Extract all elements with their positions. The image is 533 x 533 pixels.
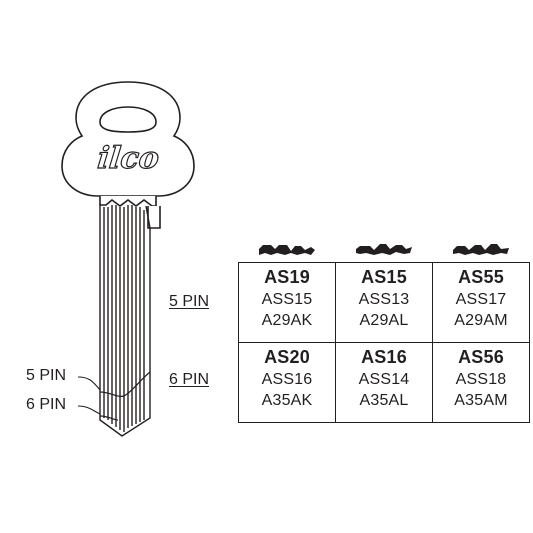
row-label-6pin: 6 PIN	[169, 371, 210, 388]
table-cell: AS15 ASS13 A29AL	[335, 262, 433, 343]
key-bow	[61, 81, 195, 229]
primary-code: AS20	[264, 347, 310, 367]
secondary-code: ASS18	[455, 371, 507, 388]
keyway-profile-icon	[258, 245, 315, 255]
secondary-code: ASS17	[455, 291, 507, 308]
tertiary-code: A35AM	[454, 392, 508, 409]
tertiary-code: A29AL	[359, 312, 409, 329]
five-pin-leader	[77, 376, 101, 391]
primary-code: AS16	[361, 347, 407, 367]
keyway-profile-1	[238, 238, 335, 262]
five-pin-marker	[99, 371, 151, 398]
primary-code: AS19	[264, 267, 310, 287]
key-crossref-table: AS19 ASS15 A29AK AS15 ASS13 A29AL AS55 A…	[238, 262, 530, 423]
table-cell: AS19 ASS15 A29AK	[238, 262, 336, 343]
keyway-profile-icon	[355, 244, 412, 255]
tertiary-code: A29AM	[454, 312, 508, 329]
tertiary-code: A29AK	[261, 312, 313, 329]
table-row-6pin: AS20 ASS16 A35AK AS16 ASS14 A35AL AS56 A…	[238, 342, 530, 423]
keyway-profile-2	[335, 238, 432, 262]
keyway-profile-3	[433, 238, 530, 262]
keyway-profile-icon	[453, 244, 510, 255]
key-shoulder	[99, 196, 157, 207]
tertiary-code: A35AK	[261, 392, 313, 409]
secondary-code: ASS14	[358, 371, 410, 388]
table-cell: AS20 ASS16 A35AK	[238, 342, 336, 423]
key-hole	[99, 106, 157, 133]
brand-logo: ilco	[96, 141, 161, 176]
row-label-5pin: 5 PIN	[169, 293, 210, 310]
tertiary-code: A35AL	[359, 392, 409, 409]
table-cell: AS16 ASS14 A35AL	[335, 342, 433, 423]
blade-label-5pin: 5 PIN	[26, 367, 67, 384]
six-pin-marker	[99, 415, 119, 421]
primary-code: AS55	[458, 267, 504, 287]
table-cell: AS56 ASS18 A35AM	[432, 342, 530, 423]
table-cell: AS55 ASS17 A29AM	[432, 262, 530, 343]
table-row-5pin: AS19 ASS15 A29AK AS15 ASS13 A29AL AS55 A…	[238, 262, 530, 343]
keyway-profile-row	[238, 238, 530, 262]
six-pin-leader	[77, 405, 101, 415]
secondary-code: ASS16	[261, 371, 313, 388]
blade-label-6pin: 6 PIN	[26, 396, 67, 413]
primary-code: AS15	[361, 267, 407, 287]
key-blade	[99, 205, 151, 437]
secondary-code: ASS13	[358, 291, 410, 308]
secondary-code: ASS15	[261, 291, 313, 308]
primary-code: AS56	[458, 347, 504, 367]
blade-leader-lines	[77, 376, 101, 415]
